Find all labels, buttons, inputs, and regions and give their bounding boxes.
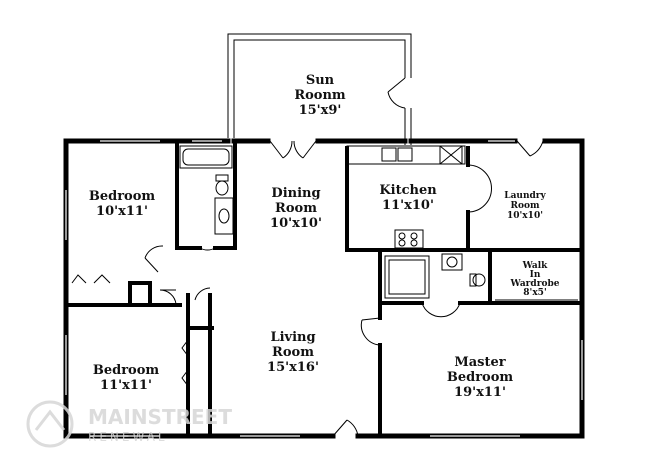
bedroom-bottom-size: 11'x11': [100, 378, 152, 393]
room-laundry: Laundry Room 10'x10': [504, 191, 546, 221]
kitchen-size: 11'x10': [382, 198, 434, 213]
master-bedroom-size: 19'x11': [454, 385, 506, 400]
bedroom-bottom-name: Bedroom: [93, 363, 160, 378]
watermark-line2: RENEWAL: [88, 430, 168, 444]
room-dining: Dining Room 10'x10': [270, 186, 322, 231]
laundry-name-2: Room: [510, 201, 539, 211]
watermark-logo: MAINSTREET RENEWAL: [26, 400, 232, 448]
sun-room-name-2: Roonm: [294, 88, 346, 103]
watermark-line1: MAINSTREET: [88, 405, 232, 429]
sun-room-size: 15'x9': [299, 103, 342, 118]
dining-room-name: Dining: [271, 186, 320, 201]
living-room-name: Living: [270, 330, 315, 345]
laundry-name: Laundry: [504, 191, 546, 201]
wardrobe-name: Walk: [522, 261, 549, 271]
wardrobe-name-3: Wardrobe: [510, 279, 560, 289]
bedroom-top-size: 10'x11': [96, 204, 148, 219]
master-bedroom-name: Master: [454, 355, 505, 370]
wardrobe-name-2: In: [530, 270, 541, 280]
room-sun-room: Sun Roonm 15'x9': [294, 73, 346, 118]
living-room-size: 15'x16': [267, 360, 319, 375]
room-bedroom-top: Bedroom 10'x11': [89, 189, 156, 219]
sun-room-walls: [227, 33, 412, 145]
laundry-size: 10'x10': [507, 211, 543, 221]
sun-room-door: [387, 77, 406, 109]
interior-walls: [64, 139, 584, 438]
windows: [65, 140, 583, 437]
room-bedroom-bottom: Bedroom 11'x11': [93, 363, 160, 393]
dining-room-size: 10'x10': [270, 216, 322, 231]
room-kitchen: Kitchen 11'x10': [379, 183, 437, 213]
wardrobe-size: 8'x5': [523, 288, 546, 298]
dining-room-name-2: Room: [275, 201, 317, 216]
bedroom-top-name: Bedroom: [89, 189, 156, 204]
master-bedroom-name-2: Bedroom: [447, 370, 514, 385]
room-master-bedroom: Master Bedroom 19'x11': [447, 355, 514, 400]
kitchen-name: Kitchen: [379, 183, 437, 198]
living-room-name-2: Room: [272, 345, 314, 360]
sun-room-name: Sun: [306, 73, 335, 88]
room-living: Living Room 15'x16': [267, 330, 319, 375]
room-walk-in-wardrobe: Walk In Wardrobe 8'x5': [510, 261, 560, 298]
fixtures: [179, 145, 578, 301]
doors: [71, 140, 544, 437]
